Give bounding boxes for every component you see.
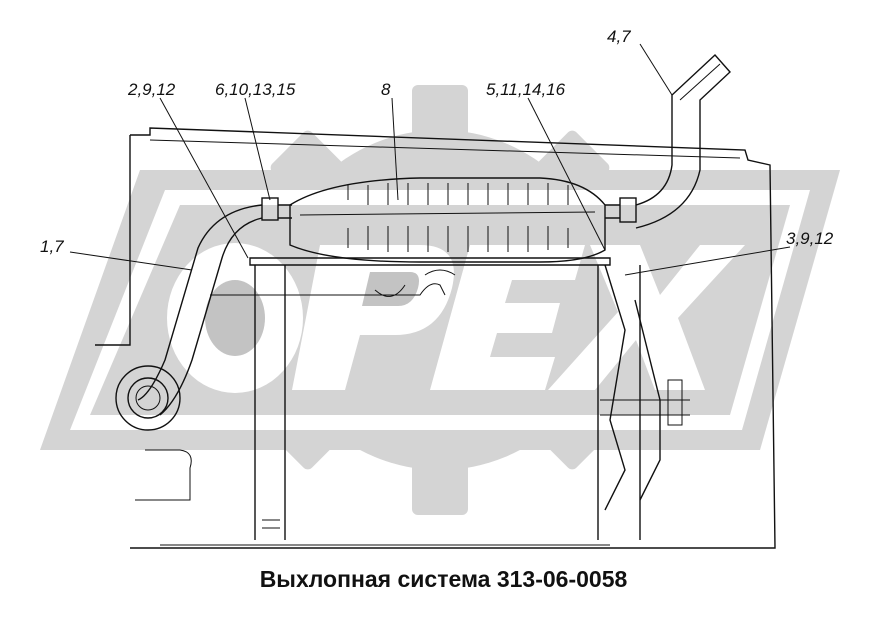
callout-3-9-12: 3,9,12 [786, 229, 834, 248]
tail-pipe [635, 53, 731, 229]
diagram-caption: Выхлопная система 313-06-0058 [259, 566, 628, 592]
front-exhaust-pipe [115, 204, 263, 431]
leader-lines [69, 43, 791, 276]
support-brackets [210, 257, 690, 540]
callout-1-7: 1,7 [40, 237, 64, 256]
watermark-logo [40, 85, 840, 515]
callout-labels: 2,9,12 6,10,13,15 8 5,11,14,16 4,7 1,7 3… [40, 27, 834, 256]
frame-outline [95, 127, 776, 549]
callout-2-9-12: 2,9,12 [127, 80, 176, 99]
callout-6-10-13-15: 6,10,13,15 [215, 80, 296, 99]
callout-5-11-14-16: 5,11,14,16 [486, 80, 566, 99]
callout-4-7: 4,7 [607, 27, 631, 46]
callout-8: 8 [381, 80, 391, 99]
